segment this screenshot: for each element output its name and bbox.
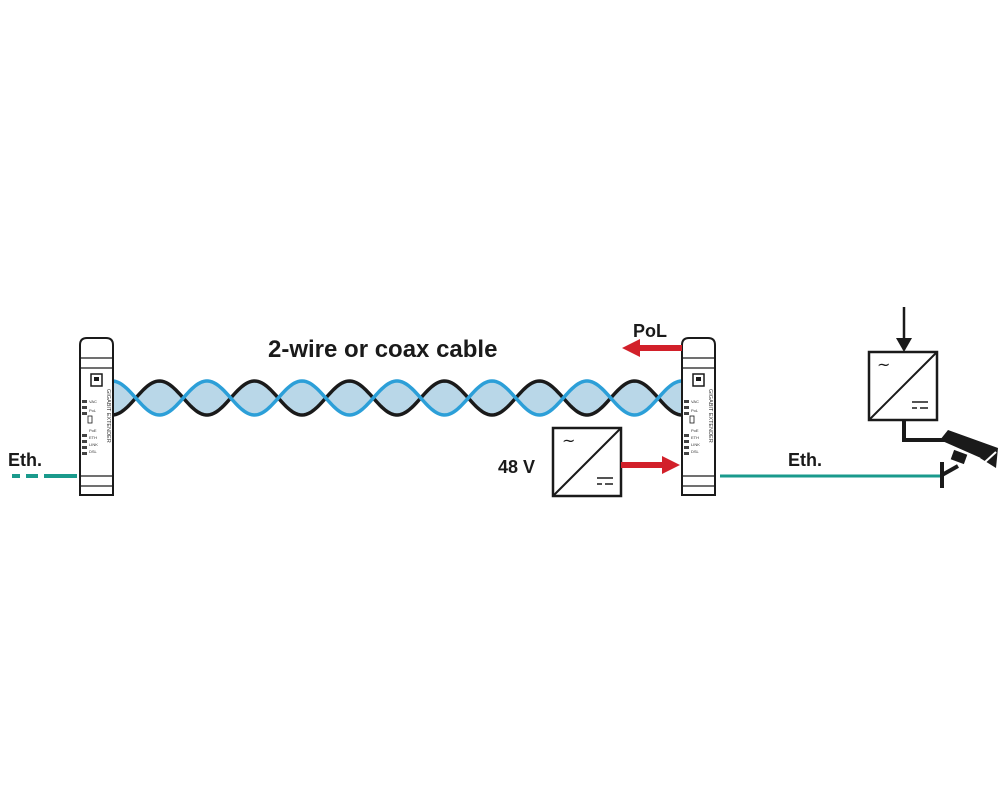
led-label-eth: ETH bbox=[89, 435, 97, 440]
led-label-dsl: DSL bbox=[89, 449, 98, 454]
led-label-poe: PoE bbox=[89, 428, 97, 433]
eth-label-right: Eth. bbox=[788, 450, 822, 470]
ac-symbol-icon: ~ bbox=[877, 355, 890, 374]
led-label-eth: ETH bbox=[691, 435, 699, 440]
led-label-vac: VAC bbox=[89, 399, 97, 404]
led-label-pol: PoL bbox=[89, 408, 97, 413]
device-vertical-label: GIGABIT EXTENDER bbox=[105, 389, 111, 443]
twisted-pair-cable bbox=[112, 379, 684, 417]
cable-fill bbox=[112, 381, 684, 415]
device-vertical-label: GIGABIT EXTENDER bbox=[707, 389, 713, 443]
camera-power-supply: ~ bbox=[867, 307, 948, 442]
ac-symbol-icon: ~ bbox=[562, 431, 575, 450]
pol-label: PoL bbox=[633, 321, 667, 341]
cable-label: 2-wire or coax cable bbox=[268, 336, 497, 363]
dc-symbol-icon bbox=[597, 477, 613, 485]
camera-icon bbox=[940, 430, 998, 488]
dc-symbol-icon bbox=[912, 401, 928, 409]
voltage-label: 48 V bbox=[498, 457, 535, 477]
eth-label-left: Eth. bbox=[8, 450, 42, 470]
pol-arrow bbox=[622, 339, 682, 357]
power-arrow-to-device bbox=[621, 456, 680, 474]
dip-switch bbox=[87, 415, 93, 424]
dip-switch bbox=[689, 415, 695, 424]
extender-device-right: GIGABIT EXTENDER VAC PoL PoE ETH LINK DS… bbox=[681, 337, 716, 496]
led-label-dsl: DSL bbox=[691, 449, 700, 454]
led-column bbox=[684, 400, 689, 455]
led-label-pol: PoL bbox=[691, 408, 699, 413]
cable-wire-blue bbox=[112, 379, 684, 417]
cable-wire-black bbox=[112, 379, 684, 417]
led-label-link: LINK bbox=[89, 442, 98, 447]
led-label-vac: VAC bbox=[691, 399, 699, 404]
extender-device-left: GIGABIT EXTENDER VAC PoL PoE ETH LINK DS… bbox=[79, 337, 114, 496]
led-column bbox=[82, 400, 87, 455]
led-label-poe: PoE bbox=[691, 428, 699, 433]
power-supply-48v: ~ bbox=[551, 426, 623, 498]
led-label-link: LINK bbox=[691, 442, 700, 447]
